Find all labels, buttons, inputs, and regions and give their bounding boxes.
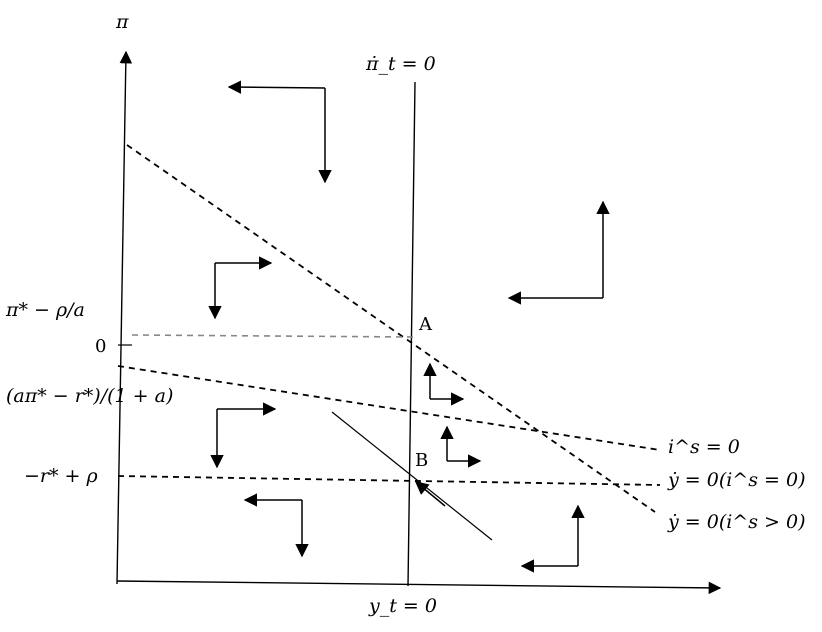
left-down-arrows-icon — [243, 493, 309, 558]
saddle-path-arrow — [414, 481, 446, 507]
point-b-label: B — [415, 450, 428, 471]
ydot-zero-is-positive-curve — [126, 144, 656, 513]
ydot-zero-is-positive-label: ẏ = 0(i^s > 0) — [667, 511, 805, 533]
saddle-path-line — [331, 411, 493, 541]
right-down-arrows-icon — [208, 256, 273, 320]
pi-dot-zero-line — [407, 81, 416, 587]
up-right-arrows-icon — [423, 362, 465, 406]
is-zero-curve — [117, 365, 661, 451]
y-axis — [116, 50, 133, 585]
point-a-label: A — [418, 314, 433, 335]
tick-minus-r-star-plus-rho: −r* + ρ — [24, 465, 99, 487]
up-left-arrows-icon — [520, 504, 585, 573]
x-axis — [116, 580, 722, 595]
ydot-zero-is-zero-curve — [117, 475, 661, 486]
tick-pi-star-minus-rho-over-a: π* − ρ/a — [5, 299, 85, 321]
y-axis-label: π — [115, 11, 129, 33]
horizontal-guide-line — [131, 334, 414, 338]
tick-a-pi-star-fraction: (aπ* − r*)/(1 + a) — [6, 385, 173, 407]
up-left-arrows-icon — [507, 200, 610, 305]
tick-zero: 0 — [95, 336, 106, 357]
is-zero-label: i^s = 0 — [668, 436, 740, 458]
up-right-arrows-icon — [440, 425, 482, 468]
right-down-arrows-icon — [210, 402, 277, 469]
left-down-arrows-icon — [227, 80, 332, 184]
ydot-zero-is-zero-label: ẏ = 0(i^s = 0) — [667, 469, 805, 491]
pi-dot-zero-label: π̇_t = 0 — [365, 53, 436, 75]
x-axis-label: y_t = 0 — [368, 595, 437, 617]
